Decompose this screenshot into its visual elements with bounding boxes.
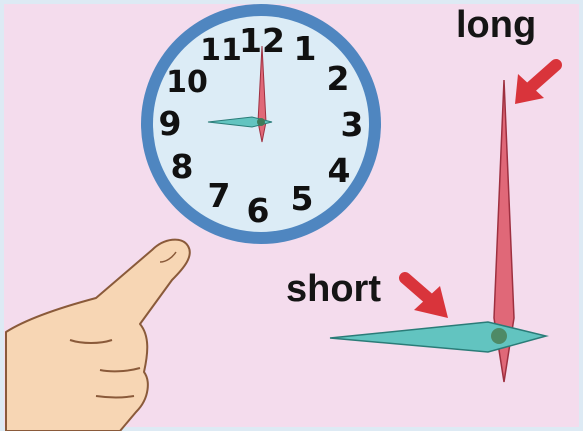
label-long: long xyxy=(456,4,536,47)
clock-numeral-1: 1 xyxy=(294,29,317,68)
clock-numeral-5: 5 xyxy=(291,179,314,218)
label-short: short xyxy=(286,268,381,311)
clock: 12 1 2 3 4 5 6 7 8 9 10 11 xyxy=(141,4,381,244)
clock-numeral-10: 10 xyxy=(166,65,208,100)
clock-numeral-8: 8 xyxy=(171,147,194,186)
clock-numeral-11: 11 xyxy=(200,33,242,68)
hand-pivot xyxy=(491,328,507,344)
clock-numeral-4: 4 xyxy=(328,151,351,190)
pointing-hand-icon xyxy=(6,240,190,431)
red-arrow-icon xyxy=(405,278,448,318)
short-hand-detail xyxy=(330,322,546,352)
red-arrow-icon xyxy=(515,65,556,104)
clock-center-pin xyxy=(257,118,265,126)
clock-numeral-7: 7 xyxy=(208,176,231,215)
clock-numeral-9: 9 xyxy=(159,104,182,143)
short-hand xyxy=(330,322,546,352)
clock-numeral-6: 6 xyxy=(247,191,270,230)
clock-numeral-3: 3 xyxy=(341,105,364,144)
clock-numeral-2: 2 xyxy=(327,59,350,98)
